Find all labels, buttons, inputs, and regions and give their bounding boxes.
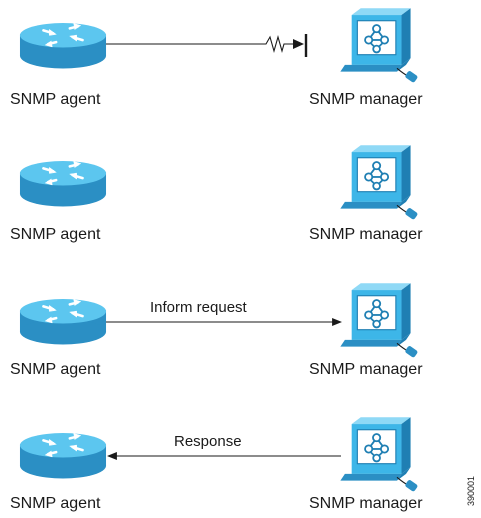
router-icon (19, 160, 107, 208)
manager-label: SNMP manager (309, 361, 423, 378)
row-4: Response SNMP agent SNMP manager (10, 416, 423, 512)
row-3: Inform request SNMP agent SNMP manager (10, 282, 423, 378)
response-label: Response (174, 433, 242, 450)
row-2: SNMP agent SNMP manager (10, 144, 423, 243)
manager-label: SNMP manager (309, 91, 423, 108)
router-icon (19, 22, 107, 70)
manager-label: SNMP manager (309, 495, 423, 512)
management-station-icon (340, 144, 420, 220)
router-icon (19, 432, 107, 480)
inform-request-label: Inform request (150, 299, 248, 316)
management-station-icon (340, 416, 420, 492)
agent-label: SNMP agent (10, 361, 101, 378)
row-1: SNMP agent SNMP manager (10, 7, 423, 108)
agent-label: SNMP agent (10, 495, 101, 512)
management-station-icon (340, 7, 420, 83)
manager-label: SNMP manager (309, 226, 423, 243)
management-station-icon (340, 282, 420, 358)
router-icon (19, 298, 107, 346)
agent-label: SNMP agent (10, 91, 101, 108)
figure-id: 390001 (466, 476, 476, 506)
lost-message-arrowhead (293, 39, 304, 49)
lost-message-line (106, 34, 301, 54)
agent-label: SNMP agent (10, 226, 101, 243)
